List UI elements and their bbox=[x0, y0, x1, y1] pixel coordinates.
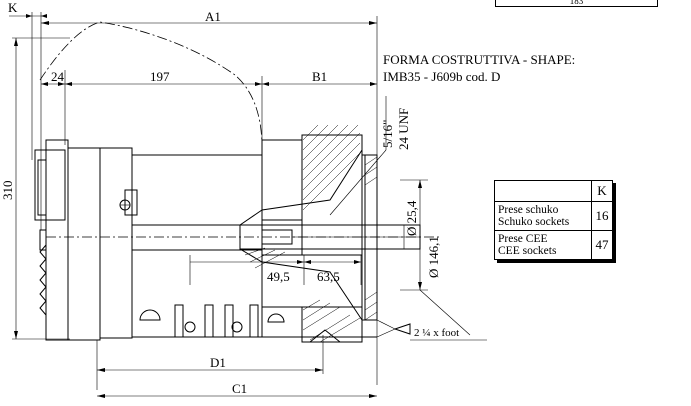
dim-24-197-b1: 24 197 B1 bbox=[41, 69, 377, 145]
dim-d1: D1 bbox=[96, 335, 324, 390]
dim-thread: 5/16" 24 UNF bbox=[329, 96, 411, 216]
label-b1: B1 bbox=[312, 69, 327, 84]
label-63-5: 63,5 bbox=[317, 269, 340, 284]
dim-310: 310 bbox=[0, 37, 70, 340]
label-thread-a: 5/16" bbox=[380, 120, 395, 148]
k-row2-label2: CEE sockets bbox=[498, 245, 557, 257]
label-d1: D1 bbox=[210, 355, 226, 370]
k-table: K Prese schuko Schuko sockets 16 Prese C… bbox=[494, 180, 613, 260]
label-49-5: 49,5 bbox=[267, 269, 290, 284]
label-24: 24 bbox=[51, 69, 65, 84]
label-flange-dia: Ø 146,1 bbox=[426, 236, 441, 278]
engine-body bbox=[34, 139, 138, 341]
k-row2-value: 47 bbox=[591, 230, 613, 260]
flange-cone bbox=[239, 149, 363, 321]
label-k: K bbox=[8, 0, 18, 15]
k-table-row-label: Prese schuko Schuko sockets bbox=[494, 201, 592, 231]
shape-title-line1: FORMA COSTRUTTIVA - SHAPE: bbox=[383, 52, 576, 67]
label-thread-b: 24 UNF bbox=[396, 108, 411, 150]
feet bbox=[132, 304, 377, 343]
dim-foot: 2 ¼ x foot bbox=[376, 319, 487, 341]
generator-end bbox=[261, 134, 378, 343]
k-row1-label1: Prese schuko bbox=[498, 204, 559, 216]
k-table-corner bbox=[494, 180, 592, 202]
dim-k: K bbox=[8, 0, 47, 230]
label-310: 310 bbox=[0, 181, 15, 201]
k-row1-value: 16 bbox=[591, 201, 613, 231]
tank-outline bbox=[39, 21, 263, 149]
shape-title-line2: IMB35 - J609b cod. D bbox=[383, 69, 501, 84]
label-shaft-dia: Ø 25,4 bbox=[404, 200, 419, 236]
shape-title: FORMA COSTRUTTIVA - SHAPE: IMB35 - J609b… bbox=[383, 51, 575, 85]
top-partial-label: 183 bbox=[569, 0, 584, 6]
dim-49-63: 49,5 63,5 bbox=[189, 255, 362, 285]
k-table-row-label: Prese CEE CEE sockets bbox=[494, 230, 592, 260]
k-row2-label1: Prese CEE bbox=[498, 233, 548, 245]
k-row1-label2: Schuko sockets bbox=[498, 216, 570, 228]
dim-a1: A1 bbox=[41, 9, 378, 385]
label-197: 197 bbox=[150, 69, 170, 84]
k-table-header: K bbox=[591, 180, 613, 202]
top-partial-box: 183 bbox=[495, 0, 658, 7]
label-a1: A1 bbox=[205, 9, 221, 24]
housing bbox=[46, 154, 440, 338]
section-hatching bbox=[244, 124, 378, 343]
dim-diameters: Ø 25,4 Ø 146,1 bbox=[400, 179, 471, 336]
label-c1: C1 bbox=[232, 381, 247, 396]
dim-c1: C1 bbox=[97, 381, 377, 398]
label-foot: 2 ¼ x foot bbox=[414, 327, 459, 339]
